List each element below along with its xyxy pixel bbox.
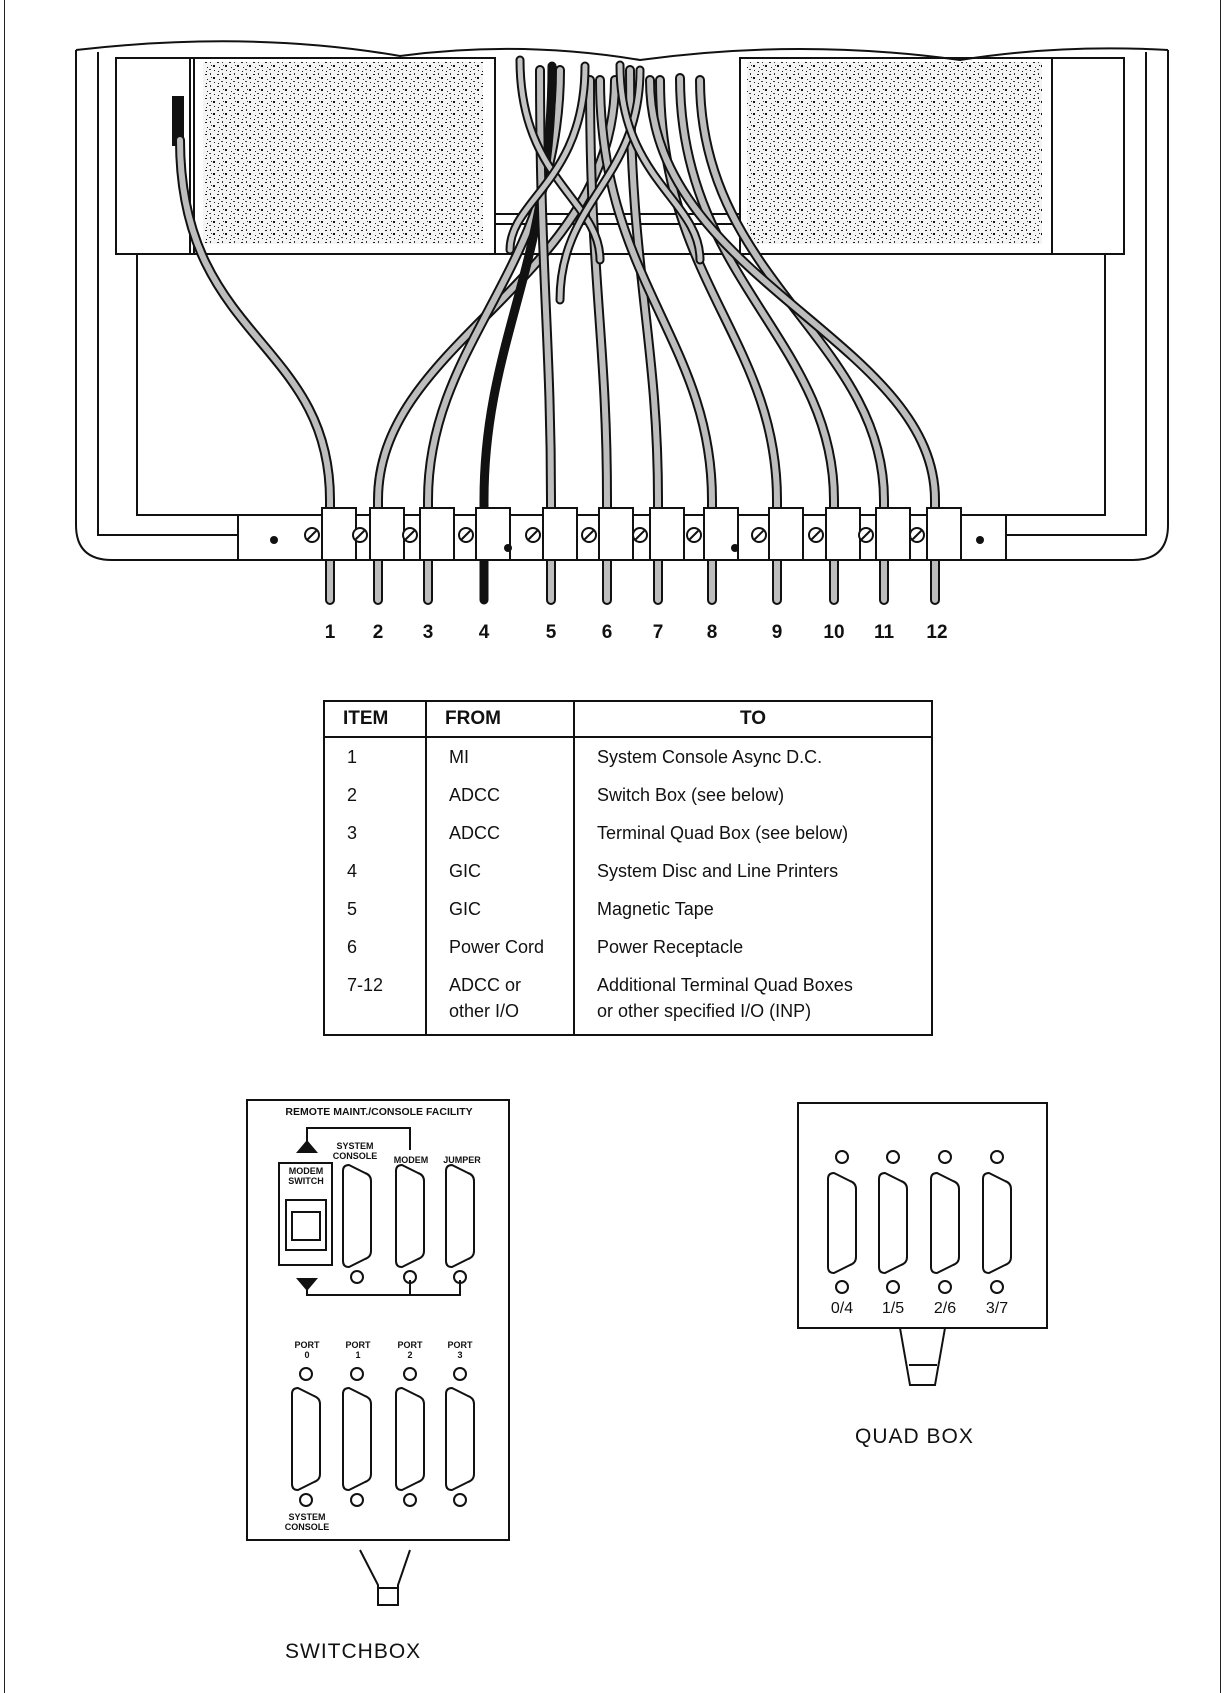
cell-to: Switch Box (see below) xyxy=(573,776,932,814)
quad-port-label: 2/6 xyxy=(933,1300,957,1317)
cable-number-10: 10 xyxy=(823,622,845,643)
quad-port-label: 0/4 xyxy=(830,1300,854,1317)
cell-to: Additional Terminal Quad Boxes or other … xyxy=(573,966,932,1035)
clamp-bar xyxy=(237,507,1007,561)
clamp-1 xyxy=(304,507,357,561)
jumper-label: JUMPER xyxy=(443,1155,481,1165)
cell-to: Power Receptacle xyxy=(573,928,932,966)
cell-from: GIC xyxy=(425,852,574,890)
cable-4 xyxy=(479,61,557,605)
header-to: TO xyxy=(573,701,932,738)
cell-from: Power Cord xyxy=(425,928,574,966)
cable-8 xyxy=(595,75,717,605)
cell-from: GIC xyxy=(425,890,574,928)
cable-number-3: 3 xyxy=(422,622,434,643)
port-2-label: PORT 2 xyxy=(397,1340,423,1360)
cable-10 xyxy=(675,73,839,605)
cable-6 xyxy=(585,75,612,605)
cell-item: 1 xyxy=(347,747,358,767)
modem-switch-label: MODEM SWITCH xyxy=(288,1166,324,1186)
screw-icon xyxy=(504,544,512,552)
modem-label: MODEM xyxy=(393,1155,429,1165)
screw-icon xyxy=(731,544,739,552)
screw-icon xyxy=(976,536,984,544)
cell-from: ADCC or other I/O xyxy=(425,966,574,1035)
cabinet-cable-diagram xyxy=(75,40,1169,605)
cable-number-4: 4 xyxy=(478,622,490,643)
cable-number-8: 8 xyxy=(706,622,718,643)
page-border xyxy=(4,0,1221,1693)
quadbox-caption: QUAD BOX xyxy=(855,1425,974,1448)
cell-item: 4 xyxy=(347,861,358,881)
cable-number-11: 11 xyxy=(873,622,895,643)
cable-7 xyxy=(625,65,663,605)
cable-number-7: 7 xyxy=(652,622,664,643)
cell-from: ADCC xyxy=(425,776,574,814)
port-0-label: PORT 0 xyxy=(294,1340,320,1360)
header-from: FROM xyxy=(425,701,574,738)
clamp-8 xyxy=(686,507,739,561)
switchbox-caption: SWITCHBOX xyxy=(285,1640,422,1663)
screw-icon xyxy=(270,536,278,544)
cell-to: System Console Async D.C. xyxy=(573,737,932,776)
clamp-2 xyxy=(352,507,405,561)
clamp-3 xyxy=(402,507,455,561)
cable-number-2: 2 xyxy=(372,622,384,643)
clamp-10 xyxy=(808,507,861,561)
cell-item: 3 xyxy=(347,823,358,843)
cable-number-9: 9 xyxy=(771,622,783,643)
port-3-label: PORT 3 xyxy=(447,1340,473,1360)
cable-1 xyxy=(175,135,335,605)
header-item: ITEM xyxy=(324,701,426,738)
cell-item: 2 xyxy=(347,785,358,805)
cable-number-12: 12 xyxy=(926,622,948,643)
cell-item: 7-12 xyxy=(347,975,384,995)
clamp-9 xyxy=(751,507,804,561)
clamp-5 xyxy=(525,507,578,561)
cable-number-6: 6 xyxy=(601,622,613,643)
clamp-4 xyxy=(458,507,511,561)
cable-number-1: 1 xyxy=(324,622,336,643)
cell-item: 6 xyxy=(347,937,358,957)
clamp-12 xyxy=(909,507,962,561)
cable-12 xyxy=(645,75,940,605)
cell-to: Magnetic Tape xyxy=(573,890,932,928)
cell-item: 5 xyxy=(347,899,358,919)
cell-from: ADCC xyxy=(425,814,574,852)
system-console-bottom-label: SYSTEM CONSOLE xyxy=(284,1512,330,1532)
cable-3 xyxy=(423,65,565,605)
left-filter-pad xyxy=(203,62,483,244)
right-filter-pad xyxy=(747,62,1042,244)
port-1-label: PORT 1 xyxy=(345,1340,371,1360)
cable-clip xyxy=(172,96,184,146)
quad-port-label: 3/7 xyxy=(985,1300,1009,1317)
cell-from: MI xyxy=(425,737,574,776)
cell-to: Terminal Quad Box (see below) xyxy=(573,814,932,852)
system-console-label: SYSTEM CONSOLE xyxy=(332,1141,378,1161)
switchbox-title: REMOTE MAINT./CONSOLE FACILITY xyxy=(285,1106,473,1118)
clamp-7 xyxy=(632,507,685,561)
cable-number-5: 5 xyxy=(545,622,557,643)
cell-to: System Disc and Line Printers xyxy=(573,852,932,890)
quad-port-label: 1/5 xyxy=(881,1300,905,1317)
